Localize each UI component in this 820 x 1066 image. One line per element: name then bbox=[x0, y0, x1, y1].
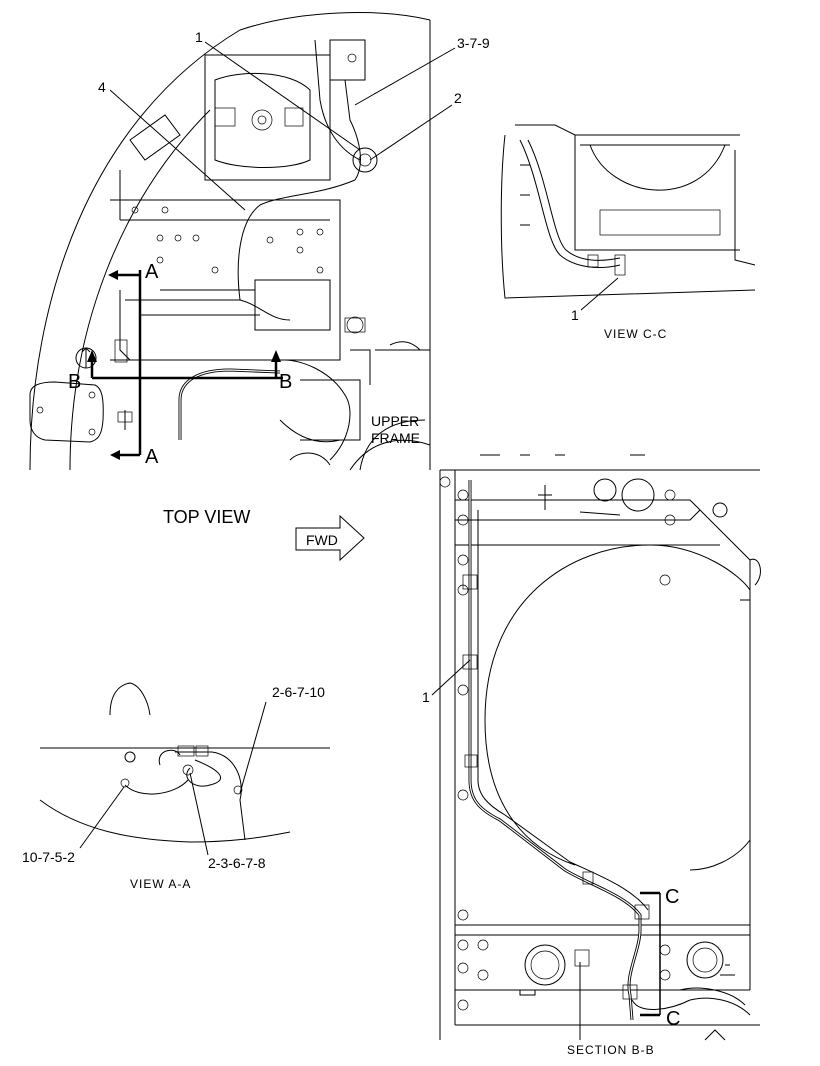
top-view-drawing bbox=[29, 12, 456, 471]
callout-4-top: 4 bbox=[98, 79, 106, 95]
section-marker-a-top: A bbox=[145, 261, 159, 283]
callout-3-7-9: 3-7-9 bbox=[457, 35, 490, 51]
section-bb-labels: 1 C C SECTION B-B bbox=[422, 689, 680, 1057]
section-marker-c-top: C bbox=[665, 886, 679, 908]
section-marker-c-bottom: C bbox=[666, 1008, 680, 1030]
section-marker-b-left: B bbox=[68, 371, 81, 393]
callout-1-top: 1 bbox=[195, 29, 203, 45]
upper-frame-label-line2: FRAME bbox=[371, 430, 420, 446]
bolt-holes bbox=[131, 206, 324, 274]
section-marker-b-right: B bbox=[279, 371, 292, 393]
callout-2-3-6-7-8: 2-3-6-7-8 bbox=[208, 855, 266, 871]
forward-arrow-label: FWD bbox=[306, 532, 338, 548]
view-cc-drawing: 1 VIEW C-C bbox=[500, 124, 756, 341]
upper-frame-label-line1: UPPER bbox=[371, 413, 419, 429]
section-bb-drawing bbox=[431, 454, 761, 1041]
view-cc-title: VIEW C-C bbox=[604, 327, 667, 341]
forward-arrow: FWD bbox=[295, 514, 365, 562]
section-marker-a-bottom: A bbox=[145, 446, 159, 468]
top-view-labels: 1 4 3-7-9 2 A A B B UPPER FRAME TOP VIEW bbox=[68, 29, 490, 527]
view-aa-title: VIEW A-A bbox=[130, 877, 191, 891]
callout-2-6-7-10: 2-6-7-10 bbox=[272, 684, 325, 700]
bb-bolt-holes bbox=[457, 489, 489, 1011]
callout-1-cc: 1 bbox=[571, 307, 579, 323]
callout-1-bb: 1 bbox=[422, 689, 430, 705]
callout-10-7-5-2: 10-7-5-2 bbox=[22, 849, 75, 865]
callout-2-top: 2 bbox=[454, 90, 462, 106]
top-view-title: TOP VIEW bbox=[163, 507, 250, 527]
view-aa-drawing: 2-6-7-10 10-7-5-2 2-3-6-7-8 VIEW A-A bbox=[22, 682, 330, 891]
section-bb-title: SECTION B-B bbox=[567, 1043, 655, 1057]
